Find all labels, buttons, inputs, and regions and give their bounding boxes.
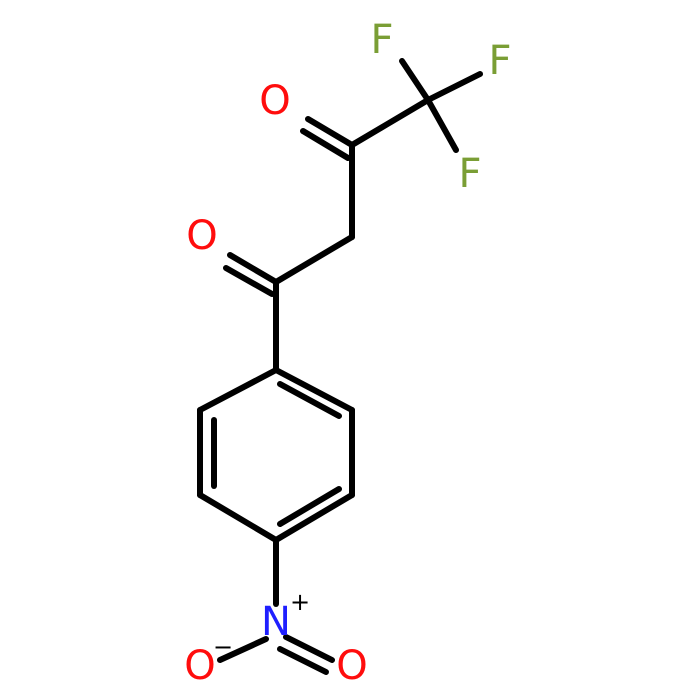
atom-label-layer: F F F O O N + O − O [184, 17, 511, 689]
nitrogen-atom-nitro: N [261, 599, 291, 645]
bond-c1-o-lower-b [223, 265, 275, 297]
ring-bond-bottom-left [197, 492, 279, 543]
fluorine-atom-top: F [370, 17, 393, 63]
fluorine-atom-lower: F [458, 151, 481, 197]
oxygen-atom-lower-carbonyl: O [186, 213, 217, 259]
bond-c3-o-upper-a [305, 116, 355, 148]
fluorine-atom-right: F [488, 38, 511, 84]
ring-bond-top-right [273, 367, 355, 413]
bond-cf3-f-right [425, 71, 483, 103]
oxygen-atom-nitro-left: O [184, 643, 215, 689]
bond-c3-o-upper-b [300, 128, 351, 161]
bond-ch2-c1 [273, 234, 355, 285]
bond-cf3-f-top [399, 58, 431, 103]
ring-inner-bond-lower-right [277, 486, 342, 527]
ring-inner-bond-upper-right [277, 381, 342, 419]
bond-n-o-right-a [283, 634, 335, 663]
bond-c1-o-lower-a [227, 252, 279, 285]
bond-cf3-f-lower [425, 97, 459, 153]
ring-bond-bottom-right [273, 492, 355, 543]
bond-n-o-left [217, 636, 269, 663]
ring-bond-top-left [197, 367, 279, 413]
oxygen-atom-upper-carbonyl: O [259, 78, 290, 124]
bond-n-o-right-b [277, 646, 329, 675]
bond-cf3-c3 [349, 97, 431, 148]
bond-layer [197, 58, 483, 675]
oxygen-atom-nitro-right: O [336, 643, 367, 689]
nitrogen-positive-charge: + [290, 588, 310, 616]
oxygen-negative-charge: − [213, 633, 233, 661]
